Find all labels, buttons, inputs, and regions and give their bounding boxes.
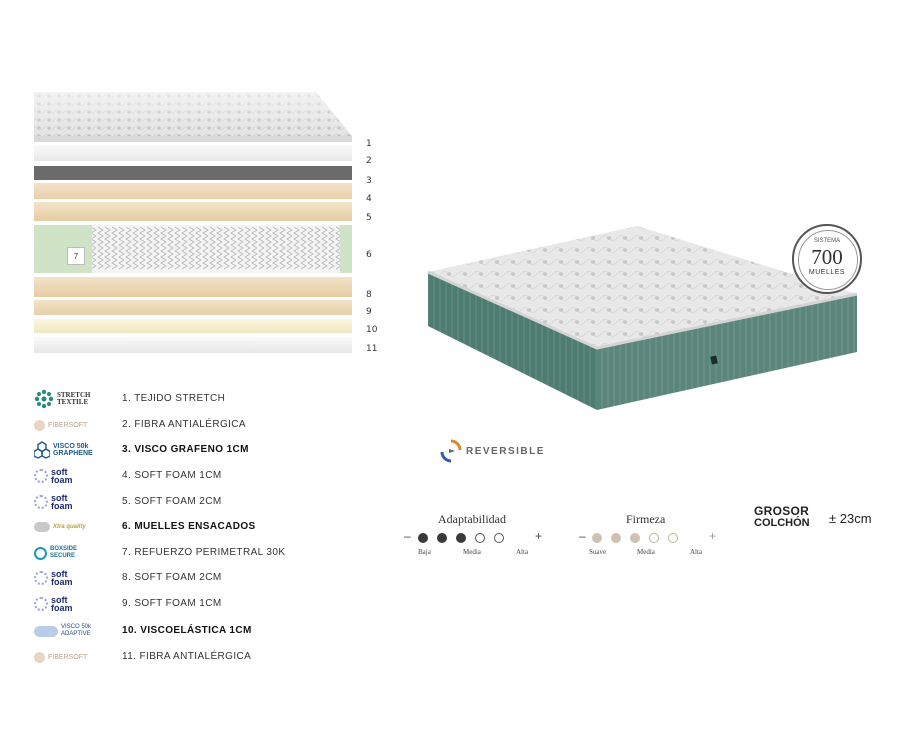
legend-label: 11. FIBRA ANTIALÉRGICA: [122, 651, 252, 662]
firmness-high-label: Alta: [690, 548, 703, 556]
fibersoft-logo: FIBERSOFT: [34, 414, 104, 436]
soft-foam-icon: [34, 597, 48, 611]
xtra-quality-logo: Xtra quality: [34, 516, 104, 538]
firm-dots-dot: [668, 533, 678, 543]
legend-label: 4. SOFT FOAM 1CM: [122, 470, 222, 481]
layer-8-soft-foam: [34, 277, 352, 297]
legend-label: 1. TEJIDO STRETCH: [122, 393, 226, 404]
mattress-illustration: [425, 220, 865, 420]
layer-5-soft-foam: [34, 202, 352, 221]
layer-number: 5: [366, 213, 372, 223]
adapt-dots-dot: [418, 533, 428, 543]
layer-10-viscoelastic: [34, 319, 352, 333]
layer-11-fiber: [34, 337, 352, 353]
soft-foam-icon: [34, 495, 48, 509]
adapt-dots-dot: [456, 533, 466, 543]
fibersoft-icon: [34, 419, 45, 431]
legend-label: 6. MUELLES ENSACADOS: [122, 521, 256, 532]
soft-foam-icon: [34, 469, 48, 483]
adaptability-plus: +: [535, 529, 543, 543]
layer-number: 4: [366, 194, 372, 204]
legend-label: 2. FIBRA ANTIALÉRGICA: [122, 419, 246, 430]
layer-stack-illustration: 7: [34, 92, 352, 354]
firmness-plus: +: [709, 529, 717, 543]
layer-number: 11: [366, 344, 378, 354]
layer-number: 10: [366, 325, 378, 335]
thickness-value: ± 23cm: [829, 511, 872, 526]
legend-label: 8. SOFT FOAM 2CM: [122, 572, 222, 583]
firmness-mid-label: Media: [637, 548, 655, 556]
legend-item: FIBERSOFT 11. FIBRA ANTIALÉRGICA: [34, 646, 251, 668]
firm-dots-dot: [649, 533, 659, 543]
legend-label: 7. REFUERZO PERIMETRAL 30K: [122, 547, 286, 558]
layer-3-visco-graphene: [34, 166, 352, 180]
layer-number: 8: [366, 290, 372, 300]
firmness-title: Firmeza: [626, 512, 666, 526]
adaptability-mid-label: Media: [463, 548, 481, 556]
badge-system-label: SISTEMA: [813, 238, 841, 244]
layer-number: 2: [366, 156, 372, 166]
thickness-label: GROSOR COLCHÓN: [754, 504, 810, 529]
springs-count-badge: SISTEMA 700 MUELLES: [792, 224, 862, 294]
firm-dots-dot: [592, 533, 602, 543]
layer-number: 3: [366, 176, 372, 186]
legend-label: 3. VISCO GRAFENO 1CM: [122, 444, 249, 455]
legend-label: 5. SOFT FOAM 2CM: [122, 496, 222, 507]
layer-number: 6: [366, 250, 372, 260]
layer-number: 9: [366, 307, 372, 317]
stretch-textile-icon: [34, 389, 54, 409]
layer-4-soft-foam: [34, 183, 352, 199]
legend-label: 9. SOFT FOAM 1CM: [122, 598, 222, 609]
adaptability-title: Adaptabilidad: [438, 512, 506, 526]
soft-foam-icon: [34, 571, 48, 585]
adaptability-low-label: Baja: [418, 548, 431, 556]
layer-7-badge: 7: [67, 247, 85, 265]
layer-2-fiber: [34, 145, 352, 161]
legend-item: FIBERSOFT 2. FIBRA ANTIALÉRGICA: [34, 414, 246, 436]
visco-cloud-icon: [34, 625, 58, 637]
reversible-feature: REVERSIBLE: [440, 438, 545, 464]
legend-item: Xtra quality 6. MUELLES ENSACADOS: [34, 516, 255, 538]
layer-number: 1: [366, 139, 372, 149]
legend-label: 10. VISCOELÁSTICA 1CM: [122, 625, 252, 636]
firmness-minus: –: [579, 529, 586, 543]
firm-dots-dot: [630, 533, 640, 543]
layer-9-soft-foam: [34, 300, 352, 315]
graphene-hexagon-icon: [34, 441, 50, 459]
reversible-label: REVERSIBLE: [466, 445, 545, 457]
badge-number: 700: [811, 245, 843, 269]
badge-springs-label: MUELLES: [808, 269, 846, 276]
firm-dots-dot: [611, 533, 621, 543]
adapt-dots-dot: [494, 533, 504, 543]
fibersoft-icon: [34, 651, 45, 663]
layer-1-stretch-fabric: [34, 92, 352, 142]
boxside-shield-icon: [34, 546, 47, 560]
adapt-dots-dot: [475, 533, 485, 543]
adapt-dots-dot: [437, 533, 447, 543]
springs-icon: [34, 522, 50, 532]
adaptability-high-label: Alta: [516, 548, 529, 556]
adaptability-minus: –: [404, 529, 411, 543]
firmness-low-label: Suave: [589, 548, 607, 556]
fibersoft-logo: FIBERSOFT: [34, 646, 104, 668]
reversible-icon: [440, 439, 462, 463]
